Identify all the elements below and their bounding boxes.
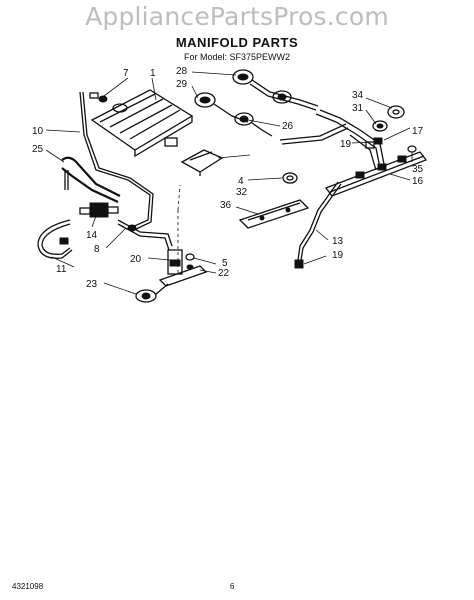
part-7-fitting[interactable] bbox=[89, 92, 128, 113]
part-28-top-burner[interactable] bbox=[232, 69, 319, 111]
callout-35: 35 bbox=[412, 164, 424, 175]
callout-36: 36 bbox=[220, 200, 232, 211]
callout-31: 31 bbox=[352, 103, 364, 114]
callout-25: 25 bbox=[32, 144, 44, 155]
callout-7: 7 bbox=[123, 68, 129, 79]
callout-22: 22 bbox=[218, 268, 230, 279]
part-11-supply-loop[interactable] bbox=[37, 219, 73, 259]
callout-4: 4 bbox=[238, 176, 244, 187]
site-watermark: AppliancePartsPros.com bbox=[85, 2, 389, 31]
part-23-inlet-fitting[interactable] bbox=[135, 283, 169, 303]
part-16-manifold-pipe[interactable] bbox=[324, 151, 428, 197]
callout-leaders bbox=[45, 71, 413, 295]
part-1-base-plate[interactable] bbox=[90, 89, 194, 158]
callout-19-top: 19 bbox=[340, 139, 352, 150]
callout-19-bottom: 19 bbox=[332, 250, 344, 261]
callout-34: 34 bbox=[352, 90, 364, 101]
page-number: 6 bbox=[230, 582, 235, 591]
callout-11: 11 bbox=[56, 264, 67, 275]
callout-26: 26 bbox=[282, 121, 294, 132]
callout-1: 1 bbox=[150, 68, 156, 79]
part-13-oven-tube[interactable] bbox=[294, 181, 342, 269]
model-subtitle: For Model: SF375PEWW2 bbox=[183, 52, 291, 62]
part-20-regulator[interactable] bbox=[158, 249, 208, 287]
callout-5: 5 bbox=[222, 258, 228, 269]
callout-17: 17 bbox=[412, 126, 424, 137]
callout-numbers: 7 1 28 29 26 34 31 17 19 35 16 10 25 4 3… bbox=[32, 66, 424, 290]
callout-29: 29 bbox=[176, 79, 188, 90]
part-36-manifold-bracket[interactable] bbox=[238, 199, 310, 229]
part-35-valve[interactable] bbox=[407, 145, 417, 153]
manifold-parts-diagram: 7 1 28 29 26 34 31 17 19 35 16 10 25 4 3… bbox=[32, 66, 428, 303]
callout-8: 8 bbox=[94, 244, 100, 255]
part-8-gas-line[interactable] bbox=[117, 219, 173, 251]
part-14-valve[interactable] bbox=[79, 202, 119, 218]
part-32-grommet[interactable] bbox=[282, 172, 298, 184]
callout-14: 14 bbox=[86, 230, 98, 241]
part-25-burner-tube[interactable] bbox=[61, 156, 121, 203]
callout-28: 28 bbox=[176, 66, 188, 77]
page-title: MANIFOLD PARTS bbox=[175, 35, 299, 50]
callout-32: 32 bbox=[236, 187, 248, 198]
part-10-tube[interactable] bbox=[79, 91, 154, 232]
callout-20: 20 bbox=[130, 254, 142, 265]
callout-13: 13 bbox=[332, 236, 344, 247]
part-34-valve[interactable] bbox=[387, 105, 405, 119]
callout-23: 23 bbox=[86, 279, 98, 290]
part-4-bracket[interactable] bbox=[180, 149, 224, 176]
callout-10: 10 bbox=[32, 126, 44, 137]
document-code: 4321098 bbox=[12, 582, 44, 591]
callout-16: 16 bbox=[412, 176, 424, 187]
part-31-valve[interactable] bbox=[372, 120, 388, 132]
part-26-top-burner[interactable] bbox=[234, 90, 292, 137]
part-19-burner-tubes[interactable] bbox=[279, 109, 385, 171]
